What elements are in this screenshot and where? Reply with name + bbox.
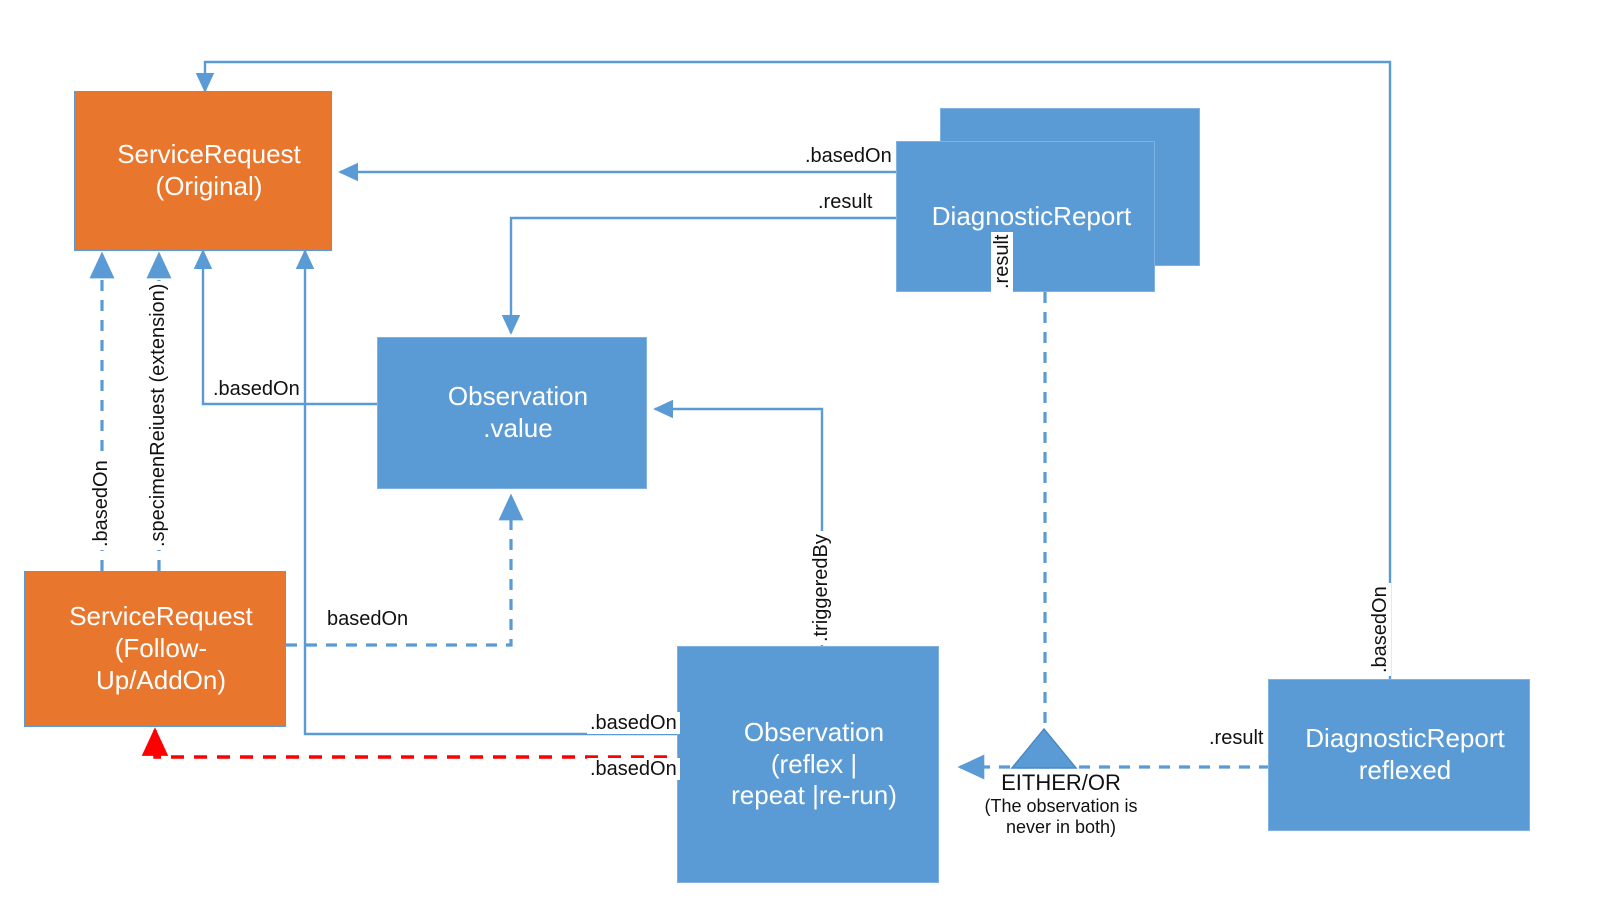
edge-label-dr-result: .result bbox=[815, 191, 876, 213]
edge-label-observation-value-basedon: .basedOn bbox=[210, 378, 303, 400]
edge-drreflexed-basedon-to-sr-original bbox=[195, 60, 1392, 693]
node-label-line3: repeat |re-run) bbox=[731, 780, 897, 811]
either-or-line1: (The observation is bbox=[984, 795, 1138, 816]
edge-observation-reflex-basedon-to-sr-original bbox=[295, 249, 693, 736]
edge-label-dr-result-vertical: .result bbox=[991, 231, 1013, 292]
node-label-line2: (Original) bbox=[155, 171, 263, 201]
node-service-request-original[interactable]: ServiceRequest (Original) bbox=[74, 91, 332, 251]
edge-dr-result-to-observation-value bbox=[501, 216, 913, 335]
edge-label-followup-basedon-observation: basedOn bbox=[324, 608, 412, 630]
node-label-line1: DiagnosticReport bbox=[931, 200, 1132, 231]
node-observation-reflex[interactable]: Observation (reflex | repeat |re-run) bbox=[677, 646, 939, 883]
edge-observation-reflex-basedon-to-sr-followup-red bbox=[141, 727, 690, 759]
node-diagnostic-report-reflexed[interactable]: DiagnosticReport reflexed bbox=[1268, 679, 1530, 831]
edge-label-observation-reflex-basedon-sr: .basedOn bbox=[587, 712, 680, 734]
node-label-line2: reflexed bbox=[1358, 755, 1452, 785]
node-label-line2: (reflex | bbox=[770, 748, 858, 779]
edge-label-observation-reflex-triggeredby: .triggeredBy bbox=[810, 531, 832, 645]
either-or-annotation: EITHER/OR (The observation is never in b… bbox=[941, 770, 1181, 838]
node-service-request-followup[interactable]: ServiceRequest (Follow- Up/AddOn) bbox=[24, 571, 286, 727]
edge-label-dr-basedon: .basedOn bbox=[802, 145, 895, 167]
node-label-line1: ServiceRequest bbox=[69, 601, 253, 632]
edge-label-dr-reflexed-basedon: .basedOn bbox=[1369, 583, 1391, 676]
either-or-heading: EITHER/OR bbox=[1001, 770, 1121, 795]
node-label-line2: (Follow- bbox=[114, 633, 208, 664]
edge-sr-followup-basedon-to-observation-value bbox=[286, 493, 524, 647]
edge-observation-reflex-triggeredby-to-observation-value bbox=[653, 399, 824, 646]
node-label-line3: Up/AddOn) bbox=[95, 664, 227, 695]
node-label-line1: ServiceRequest bbox=[117, 139, 301, 170]
edge-label-dr-reflexed-result: .result bbox=[1206, 727, 1267, 749]
edge-label-followup-basedon-sr: .basedOn bbox=[90, 457, 112, 550]
either-or-triangle bbox=[1010, 727, 1078, 769]
either-or-line2: never in both) bbox=[1005, 817, 1117, 838]
edge-label-observation-reflex-basedon-followup: .basedOn bbox=[587, 758, 680, 780]
node-label-line1: Observation bbox=[743, 716, 885, 747]
edge-observation-value-basedon-to-sr-original bbox=[193, 249, 377, 406]
node-diagnostic-report[interactable]: DiagnosticReport bbox=[896, 141, 1155, 292]
node-label-line1: Observation bbox=[447, 381, 589, 412]
edge-label-followup-specimenrequest: .specimenReiuest (extension) bbox=[147, 280, 169, 550]
node-label-line1: DiagnosticReport bbox=[1305, 723, 1505, 754]
node-observation-value[interactable]: Observation .value bbox=[377, 337, 647, 489]
node-label-line2: .value bbox=[483, 413, 553, 443]
